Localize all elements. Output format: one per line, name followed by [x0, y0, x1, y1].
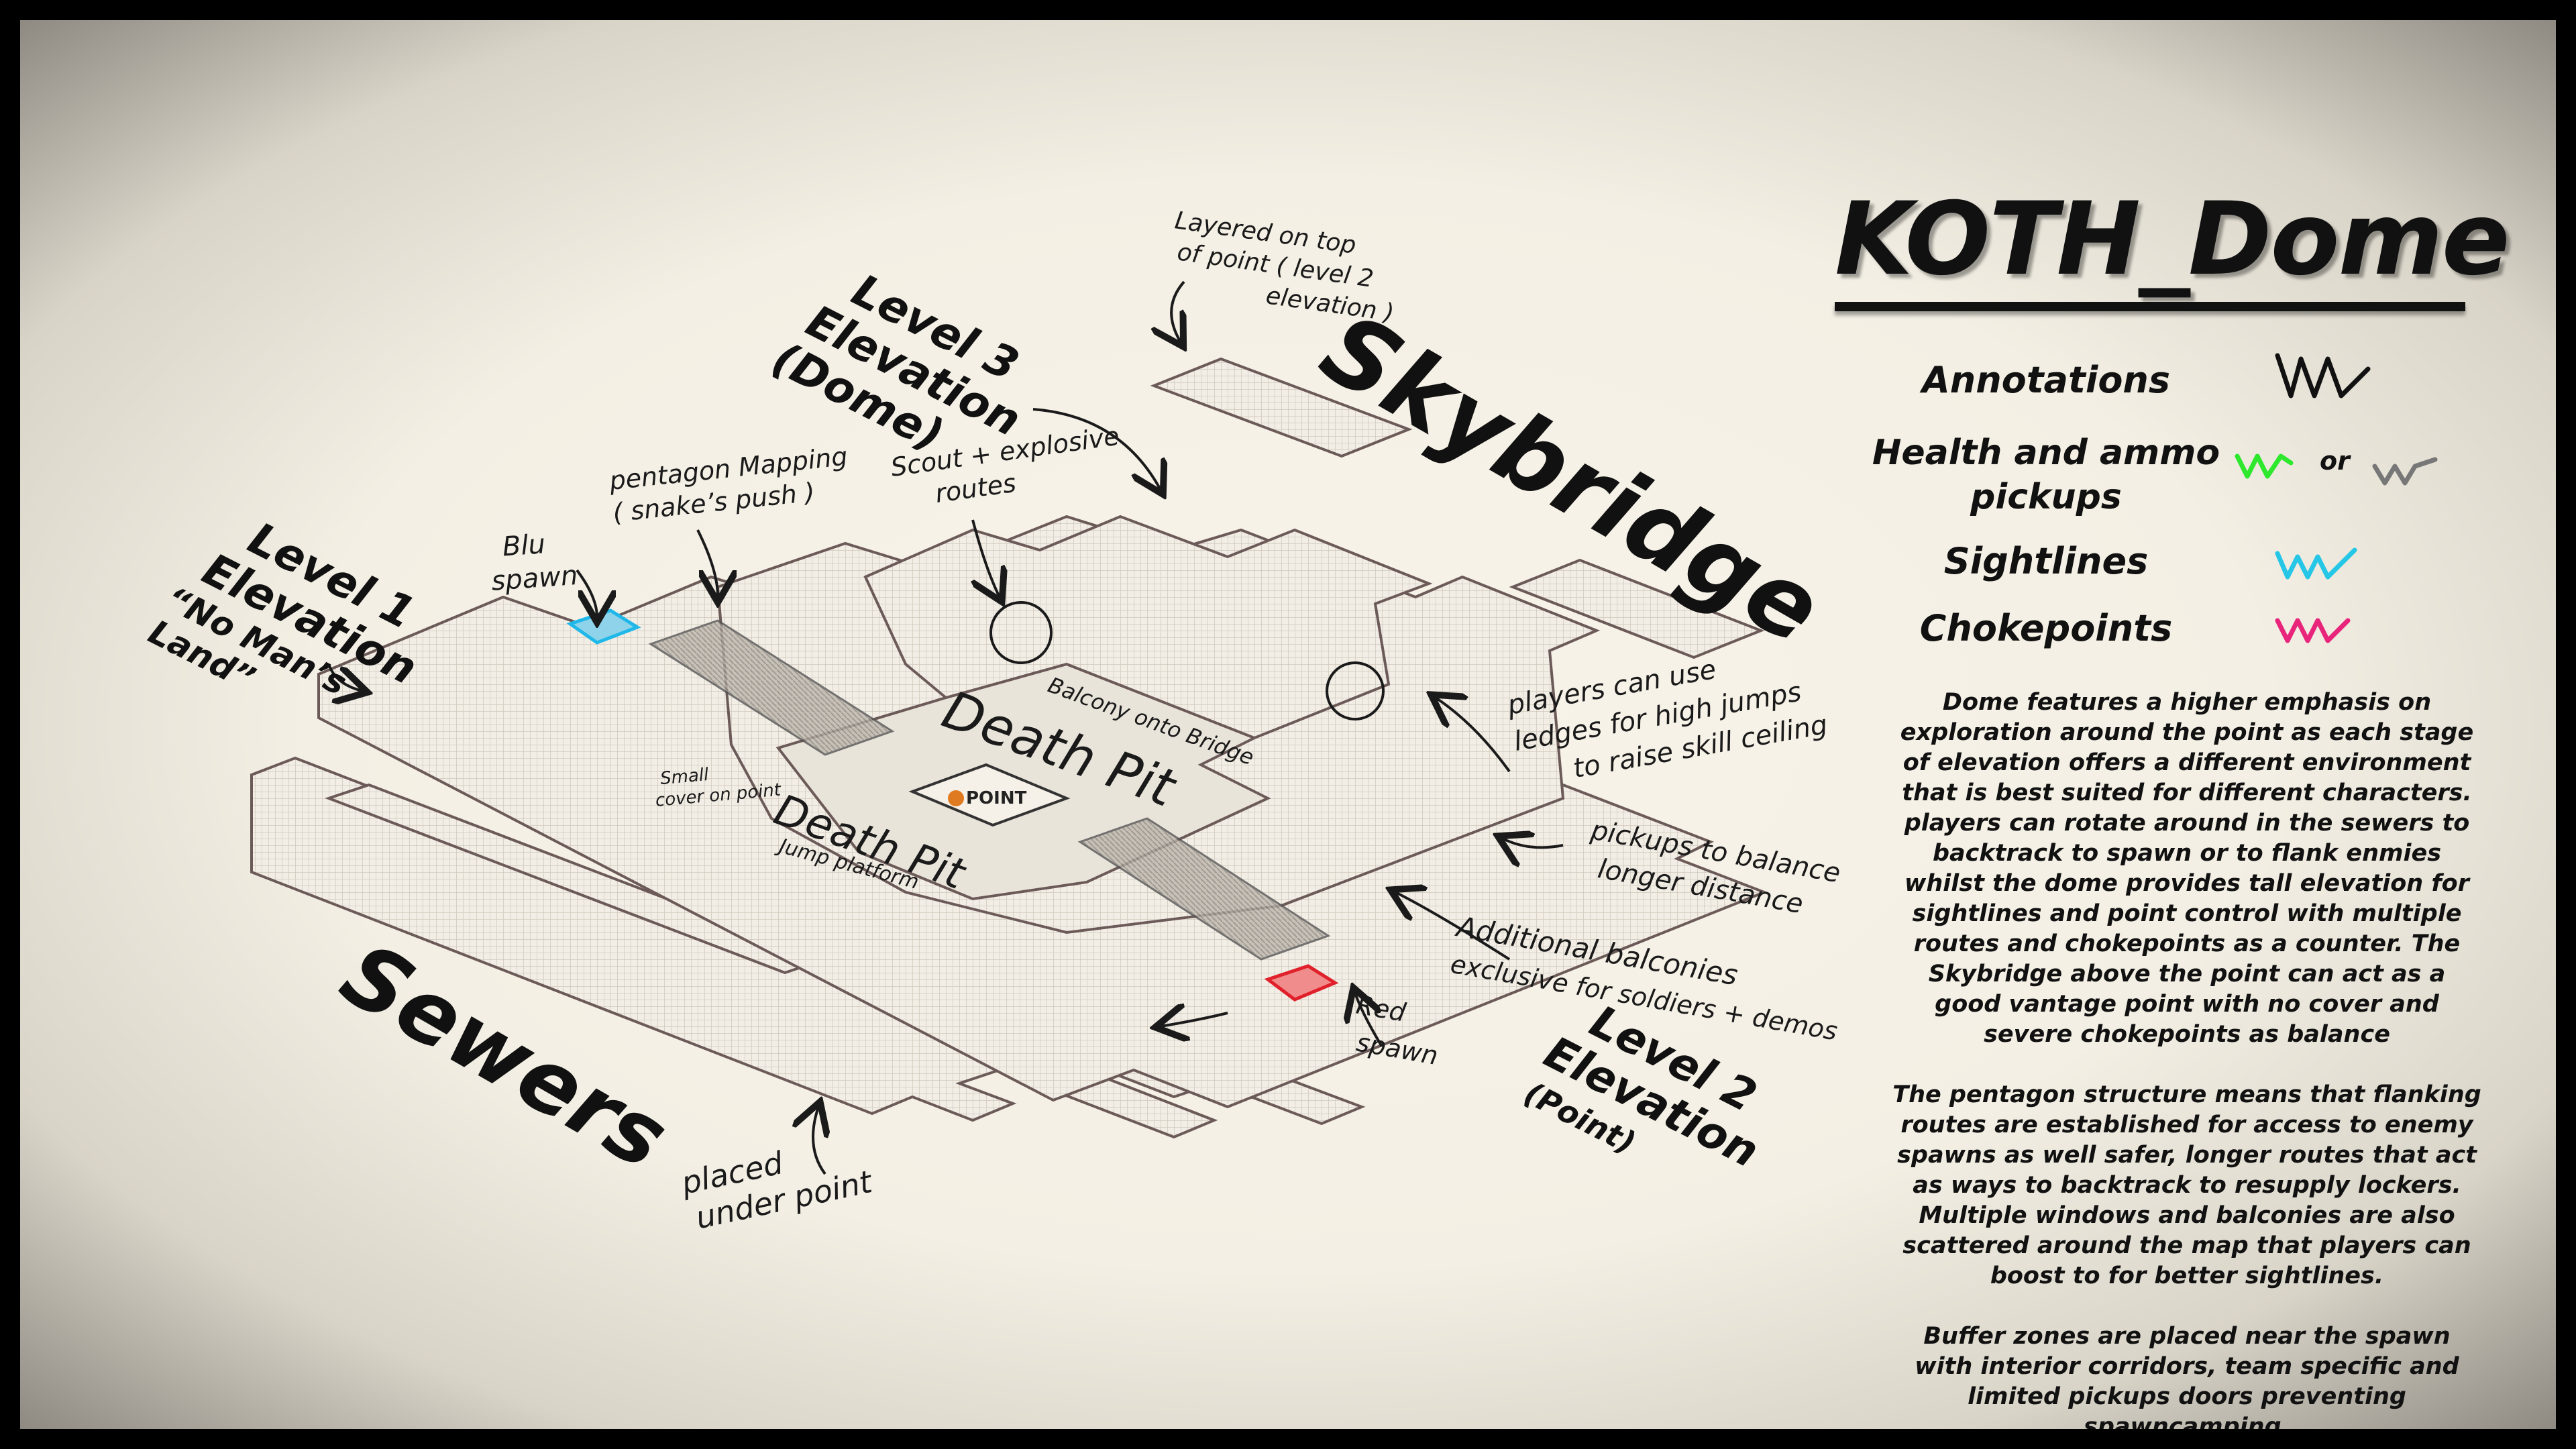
note-layered: Layered on top of point ( level 2 elevat… [1173, 207, 1396, 327]
svg-text:spawn: spawn [1354, 1027, 1440, 1071]
sightlines-swatch [2275, 547, 2357, 580]
legend-annotations-label: Annotations [1921, 359, 2171, 401]
point-label: POINT [966, 788, 1027, 808]
map-poster: POINT Skybridge Sewers Level 1 Elevation… [20, 20, 2556, 1429]
description-paragraph: Buffer zones are placed near the spawn w… [1915, 1323, 2459, 1429]
legend-sightlines-label: Sightlines [1943, 540, 2149, 582]
description-paragraph: Dome features a higher emphasis on explo… [1900, 689, 2474, 1048]
annotations-swatch [2275, 353, 2371, 398]
legend-health-label: Health and ammo pickups [1872, 433, 2220, 517]
legend-or-label: or [2320, 446, 2350, 476]
health-grey-swatch [2372, 457, 2438, 486]
svg-text:Small: Small [659, 765, 710, 789]
legend-chokepoints-label: Chokepoints [1919, 607, 2173, 649]
title-underline [1835, 302, 2465, 311]
description-paragraph: The pentagon structure means that flanki… [1892, 1081, 2481, 1289]
control-point: POINT [908, 763, 1071, 827]
annotation-arrows [327, 280, 1564, 1175]
highlight-circles [989, 601, 1385, 720]
page-title: KOTH_Dome [1835, 181, 2510, 298]
svg-text:Blu: Blu [501, 529, 546, 562]
sightline-corridors [648, 619, 1331, 961]
svg-text:elevation ): elevation ) [1264, 282, 1395, 327]
note-pentagon: pentagon Mapping ( snake’s push ) [607, 441, 849, 528]
note-under-point: placed under point [678, 1144, 876, 1236]
red-spawn-marker [1264, 964, 1339, 1002]
svg-text:spawn: spawn [490, 560, 579, 597]
skybridge-layout [1150, 357, 1765, 659]
chokepoints-swatch [2275, 618, 2351, 643]
description-block: Dome features a higher emphasis on explo… [1892, 688, 2482, 1429]
legend-swatches [2235, 353, 2438, 643]
isometric-map-diagram: POINT Skybridge Sewers Level 1 Elevation… [142, 207, 2438, 1236]
health-green-swatch [2235, 453, 2294, 479]
note-blu-spawn: Blu spawn [490, 529, 579, 597]
